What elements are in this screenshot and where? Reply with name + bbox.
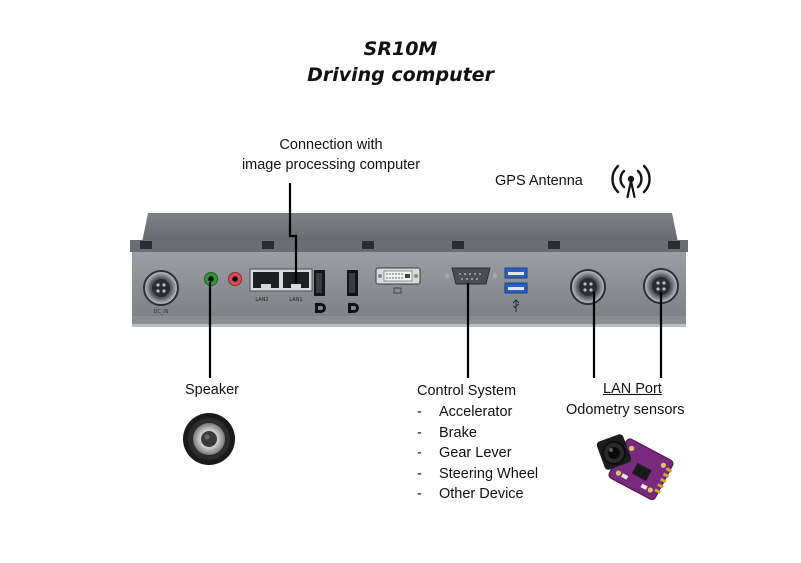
list-item: - Other Device [417,484,538,505]
list-item: - Accelerator [417,402,538,423]
device-top-lid [130,213,688,252]
dc-in-port-label: DC_IN [153,309,168,315]
odometry-label: Odometry sensors [566,402,685,418]
list-item: -Brake [417,423,538,444]
lan-port-label: LAN Port [603,381,662,397]
control-system-block: Control System -Accelerator -Brake -Gear… [417,381,538,505]
list-item-text: Other Device [439,486,524,502]
dc-in-connector [143,270,179,306]
speaker-icon [182,412,236,466]
list-item-text: Brake [439,424,477,441]
audio-out-jack [204,272,218,286]
device-clips [140,241,680,249]
serial-com-port [444,267,498,285]
sensor-lens [596,434,632,470]
diagram-title: SR10M [363,38,438,60]
lan-ports [249,268,313,292]
connection-label: Connection with image processing compute… [226,135,436,175]
displayport-icon [348,303,359,313]
lan2-port-label: LAN2 [255,297,268,303]
usb-icon [512,299,520,312]
list-item: -Steering Wheel [417,464,538,485]
device-bottom-rim [132,316,686,326]
list-bullet: - [417,424,422,441]
list-item: - Gear Lever [417,443,538,464]
displayport-1 [314,270,325,296]
connection-label-line2: image processing computer [241,157,421,173]
displayport-icon [315,303,326,313]
gps-antenna-icon [610,162,652,200]
list-bullet: - [417,445,422,461]
mic-in-jack [228,272,242,286]
lan1-port-label: LAN1 [289,297,302,303]
connection-callout-line [288,183,298,284]
list-item-text: Accelerator [439,404,513,420]
usb-ports [504,267,528,294]
connection-label-line1: Connection with [279,137,383,153]
lan-m12-connector-1 [570,269,606,305]
displayport-2 [347,270,358,296]
diagram-subtitle: Driving computer [307,64,494,86]
odometry-sensor-icon [592,425,682,509]
list-bullet: - [417,465,422,482]
callout-lines [208,183,663,378]
list-item-text: Gear Lever [439,445,512,461]
list-item-text: Steering Wheel [439,465,539,482]
control-system-title: Control System [417,383,517,399]
dvi-port [375,267,421,285]
list-bullet: - [417,404,422,420]
gps-label: GPS Antenna [495,173,583,189]
control-system-list: -Accelerator -Brake -Gear Lever -Steerin… [417,402,538,505]
list-bullet: - [417,486,422,502]
speaker-label: Speaker [185,382,240,398]
